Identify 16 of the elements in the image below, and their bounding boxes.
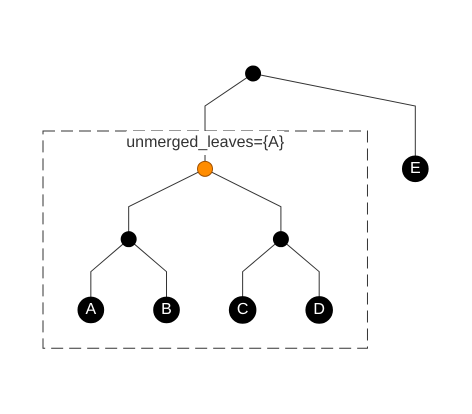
node-circle — [273, 231, 290, 248]
node-circle: C — [229, 296, 257, 324]
connector — [212, 172, 282, 232]
node-circle — [197, 160, 214, 177]
node-circle: A — [78, 296, 105, 324]
connector — [90, 243, 124, 298]
node-circle: D — [306, 296, 334, 324]
connector — [134, 243, 168, 298]
node-circle — [121, 231, 138, 248]
connector — [260, 74, 416, 156]
connector — [286, 243, 320, 298]
connector — [242, 243, 276, 298]
node-circle: B — [154, 296, 180, 324]
node-circle: E — [402, 155, 430, 182]
node-circle — [246, 65, 262, 82]
connector — [128, 172, 200, 232]
